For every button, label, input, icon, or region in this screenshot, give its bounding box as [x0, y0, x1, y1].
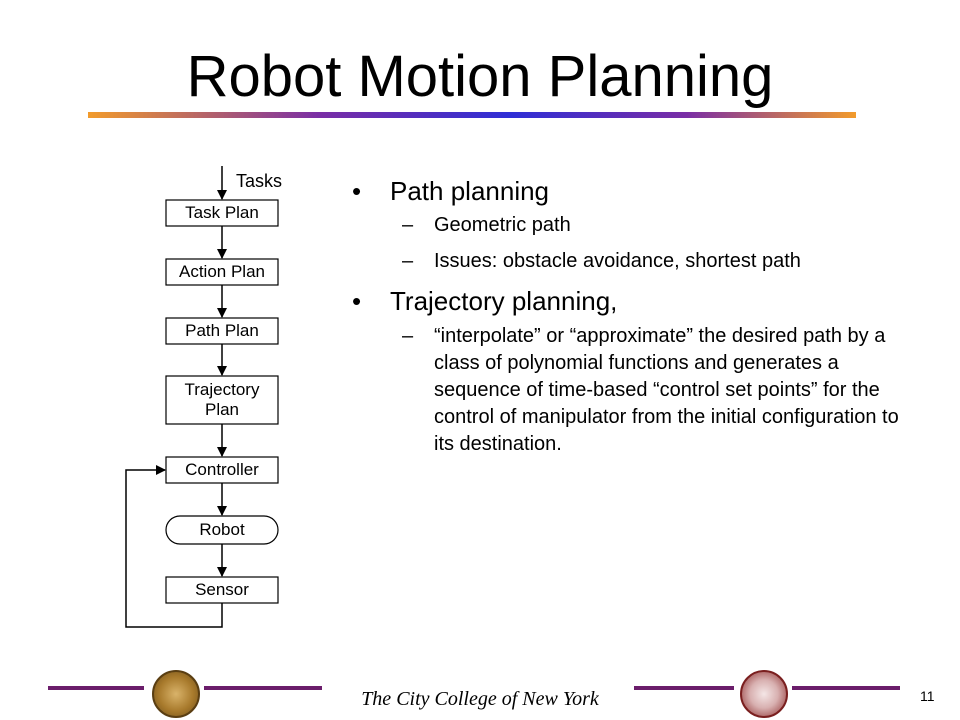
footer-rule-mid-right — [634, 686, 734, 690]
sub-bullet-text: Geometric path — [434, 214, 571, 236]
box-sensor — [165, 576, 279, 604]
footer-rule-right — [792, 686, 900, 690]
bullet-path-planning: • Path planning — [352, 175, 912, 207]
bullet-text: Path planning — [390, 176, 550, 206]
sub-bullet: – “interpolate” or “approximate” the des… — [352, 323, 912, 458]
bullet-list: • Path planning – Geometric path – Issue… — [352, 175, 912, 470]
footer-rule-mid-left — [204, 686, 322, 690]
sub-bullet: – Geometric path — [352, 213, 912, 237]
college-seal-logo — [152, 670, 200, 718]
box-label-sensor: Sensor — [195, 580, 249, 599]
box-label-task-plan: Task Plan — [185, 203, 259, 222]
bullet-dot-icon: • — [352, 176, 362, 206]
title-underline-bar — [88, 112, 856, 118]
bullet-text: Trajectory planning, — [390, 286, 618, 316]
box-controller — [165, 456, 279, 484]
dash-icon: – — [402, 214, 414, 236]
dash-icon: – — [402, 325, 414, 347]
footer-college-name: The City College of New York — [361, 688, 599, 710]
tasks-input-label: Tasks — [236, 171, 283, 191]
feedback-loop-line — [125, 465, 223, 628]
box-label-path-plan: Path Plan — [185, 321, 259, 340]
box-label-action-plan: Action Plan — [179, 262, 265, 281]
bullet-trajectory-planning: • Trajectory planning, — [352, 285, 912, 317]
slide-title: Robot Motion Planning — [186, 44, 774, 109]
bullet-dot-icon: • — [352, 286, 362, 316]
sub-bullet-text: “interpolate” or “approximate” the desir… — [434, 325, 899, 455]
box-label-robot: Robot — [199, 520, 245, 539]
box-path-plan — [165, 317, 279, 345]
page-number: 11 — [920, 688, 935, 704]
footer-rule-left — [48, 686, 144, 690]
box-label-controller: Controller — [185, 460, 259, 479]
sub-bullet-text: Issues: obstacle avoidance, shortest pat… — [434, 250, 801, 272]
sub-bullet: – Issues: obstacle avoidance, shortest p… — [352, 249, 912, 273]
robotics-lab-seal-logo — [740, 670, 788, 718]
box-task-plan — [165, 199, 279, 227]
box-label-trajectory-plan: Trajectory Plan — [184, 380, 260, 419]
dash-icon: – — [402, 250, 414, 272]
